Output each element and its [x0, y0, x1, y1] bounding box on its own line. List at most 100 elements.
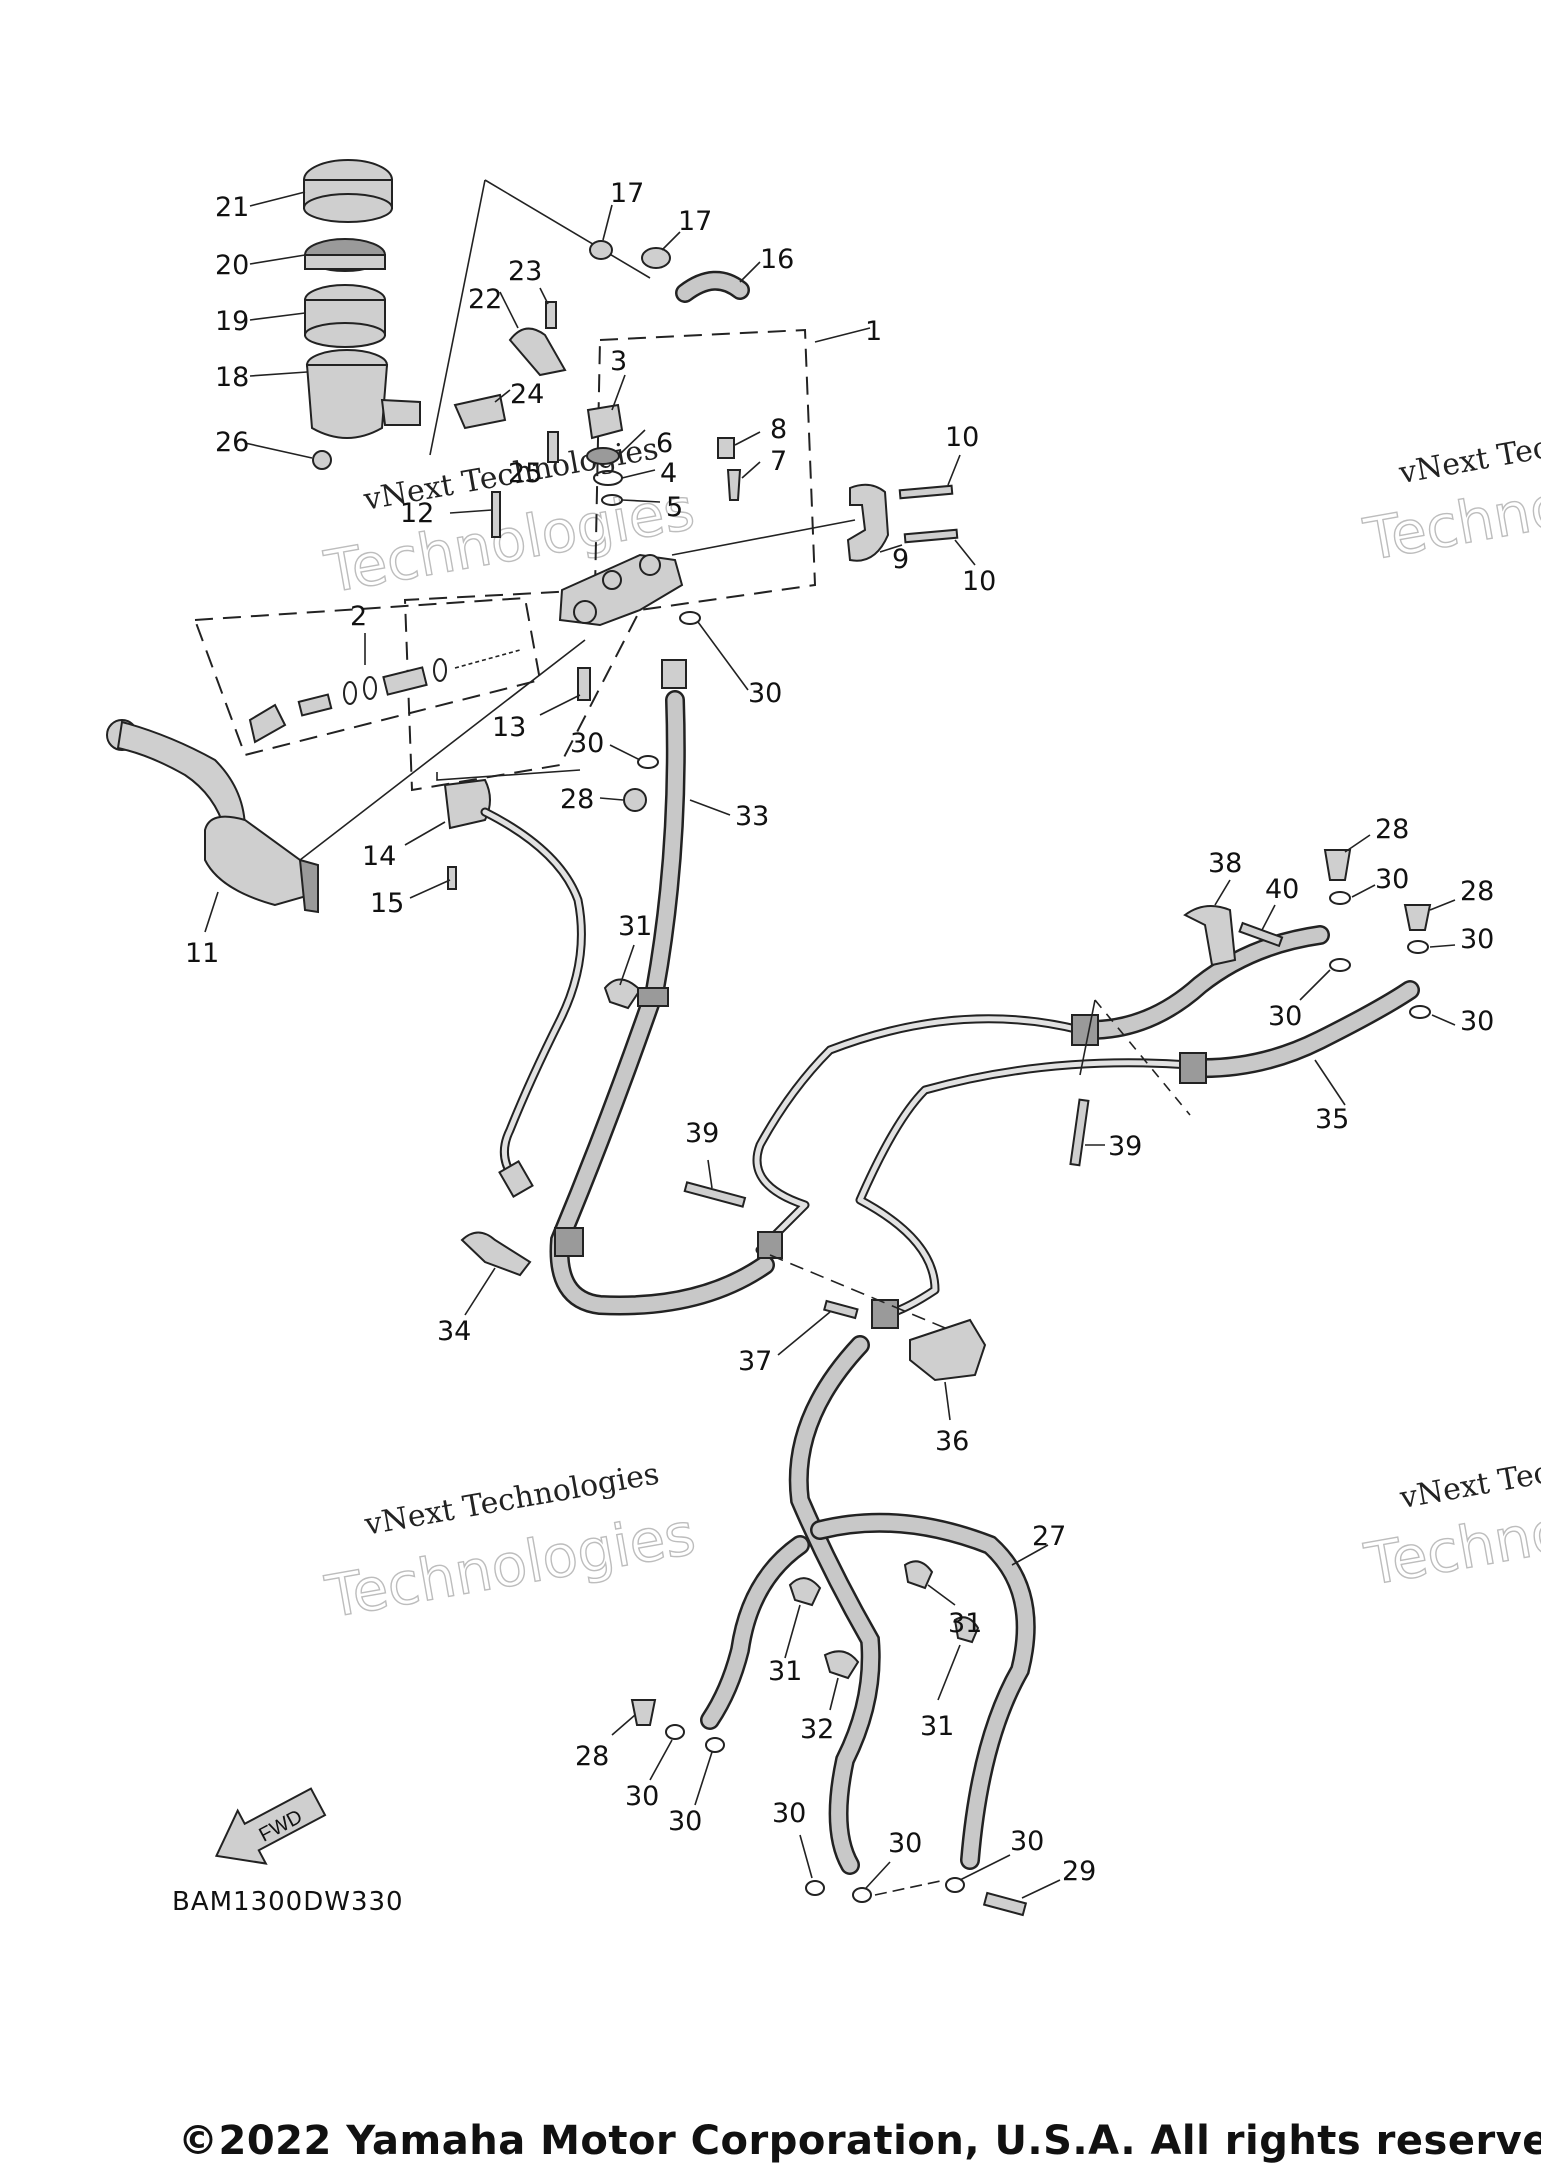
brake-hose-33 [460, 611, 775, 1316]
clamp-31b [788, 1577, 822, 1607]
callout-39a: 39 [1108, 1131, 1142, 1162]
washer-30g [665, 1724, 685, 1740]
copyright-notice: ©2022 Yamaha Motor Corporation, U.S.A. A… [178, 2118, 1541, 2164]
callout-3: 3 [610, 346, 627, 377]
washer-30h [705, 1737, 725, 1753]
bolt-28a [623, 788, 647, 812]
diaphragm-side [304, 254, 386, 270]
callout-27: 27 [1032, 1521, 1066, 1552]
right-fittings [683, 834, 1456, 1208]
bolt-10a [898, 484, 954, 500]
reservoir-cap-bottom [303, 193, 393, 223]
bracket-line [1079, 999, 1096, 1076]
bolt-37 [823, 1299, 859, 1320]
cap-8 [717, 437, 735, 459]
reservoir-assembly [244, 159, 421, 470]
leader-17a [602, 204, 613, 241]
bolt-29 [982, 1891, 1028, 1917]
watermark-mid-left: Technologies vNext Technologies [320, 1456, 701, 1632]
brake-switch [404, 769, 586, 1198]
leader-30a [697, 621, 749, 691]
bolt-26 [312, 450, 332, 470]
pipe-b [855, 1058, 1195, 1320]
assembly-2-outline [193, 596, 542, 757]
bracket-22 [508, 327, 567, 377]
leader-4 [621, 469, 656, 479]
pivot [573, 600, 597, 624]
clip-17a [589, 240, 613, 260]
fitting-3 [586, 403, 624, 440]
leader-21 [249, 191, 306, 207]
callout-17a: 17 [610, 178, 644, 209]
leader-18 [249, 371, 308, 377]
bolt-40 [1238, 921, 1284, 948]
callout-30g: 30 [625, 1781, 659, 1812]
master-cylinder [449, 287, 871, 716]
callout-30e: 30 [1460, 924, 1494, 955]
leader-28d [611, 1714, 636, 1736]
diagram-code: BAM1300DW330 [172, 1887, 404, 1917]
callout-30j: 30 [888, 1828, 922, 1859]
callout-21: 21 [215, 192, 249, 223]
callout-20: 20 [215, 250, 249, 281]
callout-29: 29 [1062, 1856, 1096, 1887]
leader-30i [799, 1834, 813, 1879]
leader-8 [734, 431, 761, 446]
callout-13: 13 [492, 712, 526, 743]
callout-30i: 30 [772, 1798, 806, 1829]
clamp-32 [823, 1650, 860, 1680]
lever-adjuster [298, 858, 319, 914]
screw-15 [447, 866, 457, 890]
callout-30c: 30 [1375, 864, 1409, 895]
switch-14 [443, 778, 491, 830]
watermark-mid-right: Technologies vNext Technologies [1359, 1430, 1541, 1600]
callout-28c: 28 [1460, 876, 1494, 907]
leader-39b [707, 1159, 713, 1189]
leader-10b [954, 539, 976, 566]
brake-pipes [752, 925, 1420, 1331]
bracket-line [429, 179, 486, 456]
hose-lower-main-fill [791, 1337, 879, 1873]
callout-35: 35 [1315, 1104, 1349, 1135]
leader-30k [959, 1854, 1011, 1881]
callout-40: 40 [1265, 874, 1299, 905]
leader-22 [499, 291, 519, 329]
leader-9 [879, 544, 903, 553]
callout-10a: 10 [945, 422, 979, 453]
washer-30j [852, 1887, 872, 1903]
lever-pivot-body [204, 815, 312, 907]
leader-30g [649, 1739, 673, 1781]
bracket-24 [453, 393, 507, 430]
bracket-38 [1183, 905, 1237, 967]
callout-31c: 31 [948, 1608, 982, 1639]
bracket-line [484, 179, 651, 279]
grommet [554, 1227, 584, 1257]
piston [297, 693, 333, 717]
callout-30h: 30 [668, 1806, 702, 1837]
bracket-36 [909, 1318, 987, 1382]
callout-24: 24 [510, 379, 544, 410]
leader-40 [1261, 904, 1276, 931]
callout-10b: 10 [962, 566, 996, 597]
bolt-39a [1069, 1098, 1090, 1167]
leader-30h [694, 1751, 713, 1806]
callout-17b: 17 [678, 206, 712, 237]
callout-34: 34 [437, 1316, 471, 1347]
leader-1 [814, 327, 871, 343]
hose-16-fill [677, 273, 748, 301]
leader-37 [777, 1311, 831, 1356]
leader-29 [1021, 1879, 1061, 1899]
pin-12 [491, 491, 501, 538]
leader-30f [1431, 1014, 1456, 1026]
leader-12 [449, 509, 493, 514]
watermark-top-right: Technologies vNext Technologies [1358, 405, 1541, 575]
leader-30b [609, 744, 641, 761]
brake-lever [106, 639, 586, 933]
joint [1071, 1014, 1099, 1046]
joint [757, 1231, 783, 1259]
callout-30d: 30 [1268, 1001, 1302, 1032]
callout-33: 33 [735, 801, 769, 832]
bolt-10b [903, 528, 959, 544]
bolt-28c [1403, 904, 1432, 931]
grommet [637, 987, 669, 1007]
